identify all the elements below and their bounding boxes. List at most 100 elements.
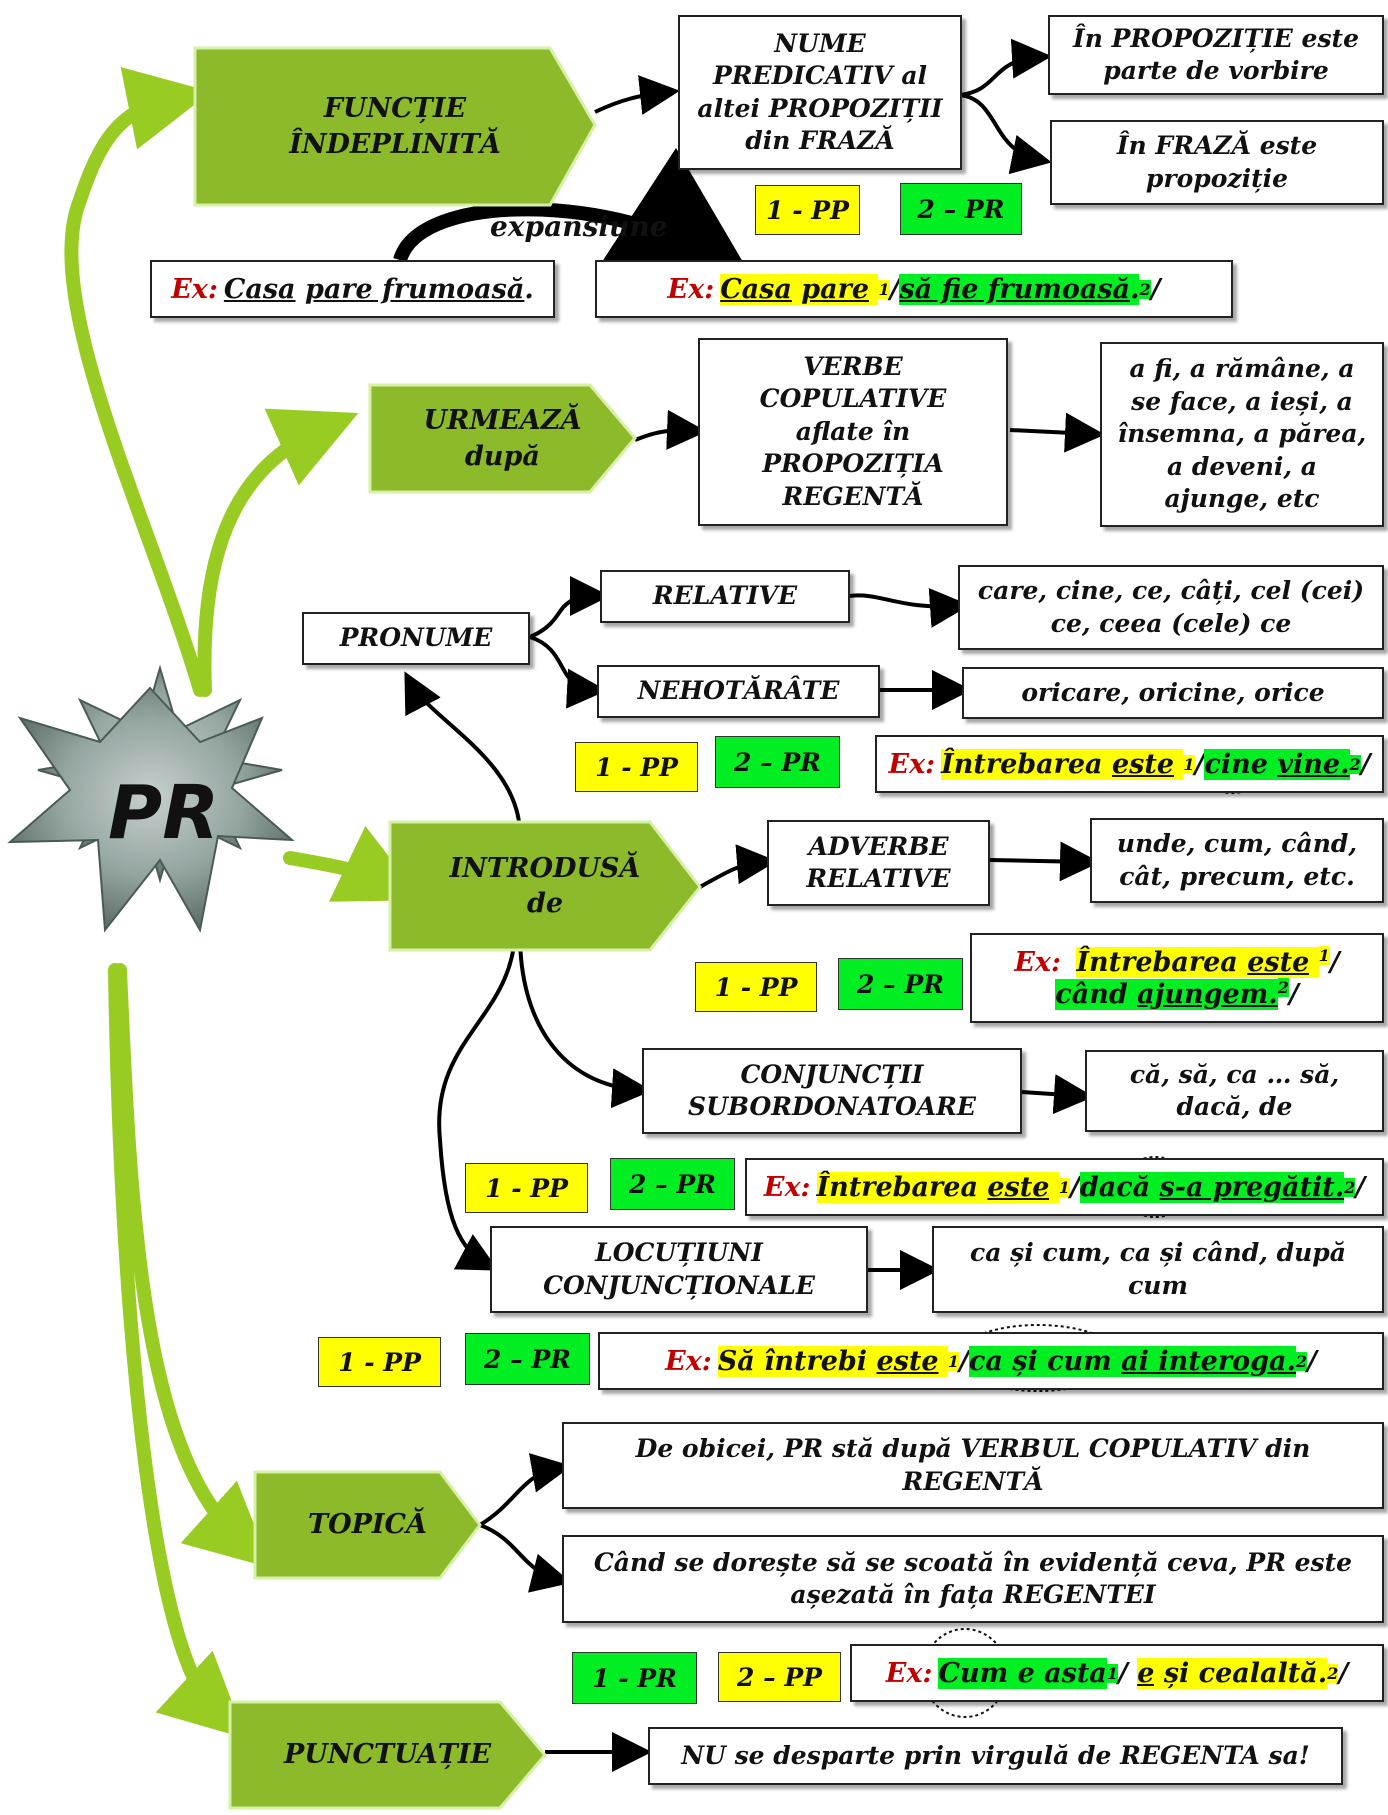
tag-pp: 1 - PP xyxy=(695,962,817,1012)
example-sep: / xyxy=(1338,1657,1349,1689)
tag-pp: 2 – PP xyxy=(718,1652,841,1702)
box-conjunctii: CONJUNCȚII SUBORDONATOARE xyxy=(642,1048,1022,1134)
example-sup: 2 xyxy=(1277,978,1289,997)
box-locutiuni-list: ca și cum, ca și când, după cum xyxy=(932,1226,1384,1313)
example-adverbe: Ex: Întrebarea este 1/ când ajungem.2/ xyxy=(970,933,1384,1023)
tag-pr: 2 – PR xyxy=(715,736,840,788)
example-end: . xyxy=(524,273,534,305)
tag-pp: 1 - PP xyxy=(318,1337,441,1387)
example-label: Ex: xyxy=(763,1171,811,1203)
example-sup: 2 xyxy=(1139,279,1151,299)
example-sep: / xyxy=(1194,748,1205,780)
example-conjunctii: Ex: Întrebarea este 1 / dacă s-a pregăti… xyxy=(745,1158,1384,1216)
example-sup: 1 xyxy=(1058,1177,1070,1197)
tag-pr: 2 – PR xyxy=(900,183,1022,235)
example-simple: Ex: Casa pare frumoasă. xyxy=(150,260,555,318)
tag-pr: 2 – PR xyxy=(465,1333,590,1385)
example-label: Ex: xyxy=(667,273,715,305)
example-dot: . xyxy=(1130,273,1140,305)
example-label: Ex: xyxy=(665,1345,712,1377)
example-word: Întrebarea xyxy=(941,748,1103,780)
example-sup: 1 xyxy=(1106,1663,1118,1683)
node-urmeaza: URMEAZĂ după xyxy=(370,385,635,492)
tag-pp: 1 - PP xyxy=(755,185,860,235)
example-sep: / xyxy=(1117,1657,1128,1689)
example-sep: / xyxy=(1360,748,1371,780)
example-sep: / xyxy=(1288,979,1299,1010)
node-punctuatie-label: PUNCTUAȚIE xyxy=(283,1739,492,1771)
box-nume-predicativ: NUME PREDICATIV al altei PROPOZIȚII din … xyxy=(678,15,962,170)
example-word: ca și cum xyxy=(968,1345,1112,1377)
example-sup: 2 xyxy=(1327,1663,1339,1683)
box-relative-list: care, cine, ce, câți, cel (cei) ce, ceea… xyxy=(958,565,1384,650)
example-label: Ex: xyxy=(885,1657,933,1689)
example-word: este xyxy=(876,1345,939,1377)
box-in-propozitie: În PROPOZIȚIE este parte de vorbire xyxy=(1048,15,1384,95)
example-word: este xyxy=(987,1171,1050,1203)
expansiune-label: expansiune xyxy=(490,210,668,243)
tag-pp: 1 - PP xyxy=(465,1163,588,1213)
pr-star xyxy=(7,664,295,933)
example-word: cine xyxy=(1204,748,1268,780)
box-locutiuni: LOCUȚIUNI CONJUNCȚIONALE xyxy=(490,1226,868,1313)
example-word: pare xyxy=(801,273,870,305)
example-sep: / xyxy=(959,1345,969,1377)
node-introdusa: INTRODUSĂ de xyxy=(390,822,700,950)
example-sep: / xyxy=(1329,947,1340,978)
example-word: Casa xyxy=(720,273,792,305)
box-adverbe: ADVERBE RELATIVE xyxy=(767,820,990,906)
box-nehotarate-list: oricare, oricine, orice xyxy=(962,667,1384,719)
example-word: s-a pregătit. xyxy=(1159,1171,1345,1203)
node-introdusa-label: INTRODUSĂ de xyxy=(449,852,641,919)
example-sup: 1 xyxy=(947,1351,960,1371)
example-word: este xyxy=(1247,947,1310,978)
example-sup: 2 xyxy=(1344,1177,1356,1197)
box-conjunctii-list: că, să, ca … să, dacă, de xyxy=(1085,1050,1384,1132)
example-sep: / xyxy=(1150,273,1161,305)
example-locutiuni: Ex: Să întrebi este 1 / ca și cum ai int… xyxy=(598,1332,1384,1390)
example-word: Cum xyxy=(938,1657,1009,1689)
example-label: Ex: xyxy=(171,273,218,305)
tag-pr: 2 – PR xyxy=(838,958,963,1010)
example-word: e xyxy=(1137,1657,1155,1689)
example-sup: 1 xyxy=(878,279,890,299)
example-expanded: Ex: Casa pare 1 / să fie frumoasă.2/ xyxy=(595,260,1233,318)
example-word: ajungem. xyxy=(1137,979,1278,1010)
example-word: Casa xyxy=(223,273,296,305)
example-sup: 2 xyxy=(1349,754,1361,774)
example-word: vine. xyxy=(1277,748,1350,780)
example-word: Întrebarea xyxy=(816,1171,978,1203)
tag-pr: 2 – PR xyxy=(610,1158,735,1210)
example-sep: / xyxy=(1069,1171,1080,1203)
box-topica-2: Când se dorește să se scoată în evidență… xyxy=(562,1535,1384,1623)
example-word: e asta xyxy=(1017,1657,1107,1689)
example-word: să fie frumoasă xyxy=(899,273,1131,305)
example-word: ai interoga. xyxy=(1121,1345,1296,1377)
tag-pr: 1 - PR xyxy=(572,1652,697,1704)
box-adverbe-list: unde, cum, când, cât, precum, etc. xyxy=(1090,818,1384,903)
pr-center-label: PR xyxy=(108,770,220,856)
example-sep: / xyxy=(1307,1345,1317,1377)
box-in-fraza: În FRAZĂ este propoziție xyxy=(1050,120,1384,205)
node-functie: FUNCȚIE ÎNDEPLINITĂ xyxy=(195,48,595,205)
example-word: Să întrebi xyxy=(717,1345,868,1377)
example-word: dacă xyxy=(1079,1171,1151,1203)
example-word: și cealaltă. xyxy=(1163,1657,1328,1689)
node-urmeaza-label: URMEAZĂ după xyxy=(423,405,582,472)
box-lista-verbe: a fi, a rămâne, a se face, a ieși, a îns… xyxy=(1100,342,1384,527)
box-nehotarate: NEHOTĂRÂTE xyxy=(597,665,880,718)
node-topica: TOPICĂ xyxy=(255,1472,480,1578)
example-sup: 1 xyxy=(1183,754,1195,774)
box-topica-1: De obicei, PR stă după VERBUL COPULATIV … xyxy=(562,1422,1384,1509)
example-sep: / xyxy=(889,273,900,305)
box-verbe-copulative: VERBE COPULATIVE aflate în PROPOZIȚIA RE… xyxy=(698,338,1008,526)
node-functie-label: FUNCȚIE ÎNDEPLINITĂ xyxy=(289,93,501,160)
example-word: Întrebarea xyxy=(1076,947,1238,978)
node-topica-label: TOPICĂ xyxy=(308,1509,427,1541)
example-sep: / xyxy=(1355,1171,1366,1203)
box-relative: RELATIVE xyxy=(600,570,850,623)
box-pronume: PRONUME xyxy=(302,612,530,665)
example-label: Ex: xyxy=(1014,947,1061,978)
